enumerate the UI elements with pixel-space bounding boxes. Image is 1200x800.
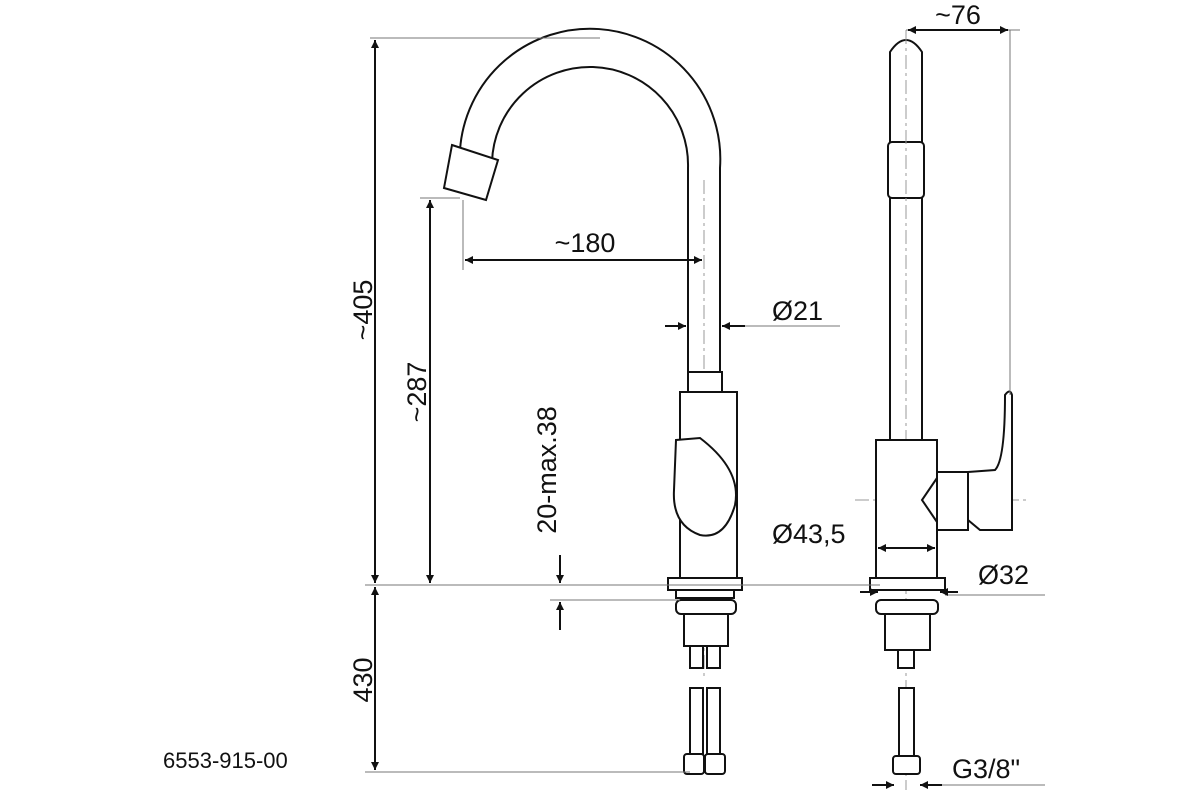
total-height-label: ~405	[348, 280, 378, 341]
base-plate	[667, 577, 743, 591]
front-view	[442, 27, 743, 775]
tube-diameter-label: Ø21	[772, 296, 823, 326]
shank	[683, 613, 729, 647]
spout-height-label: ~287	[402, 362, 432, 423]
side-lever	[967, 390, 1013, 531]
collar	[687, 371, 723, 395]
side-view	[855, 30, 1030, 790]
supply-hoses	[683, 687, 726, 775]
dimension-lines	[365, 26, 1045, 789]
aerator	[442, 143, 500, 202]
body-diameter-label: Ø43,5	[772, 519, 846, 549]
nut	[675, 599, 737, 615]
mount-hole-label: Ø32	[978, 560, 1029, 590]
side-depth-label: ~76	[935, 0, 981, 30]
spout-reach-label: ~180	[555, 228, 616, 258]
part-number: 6553-915-00	[163, 748, 288, 773]
hose-length-label: 430	[348, 657, 378, 702]
handle	[672, 436, 737, 537]
thread-label: G3/8"	[952, 754, 1020, 784]
side-base-plate	[869, 577, 946, 591]
side-hose	[898, 687, 915, 757]
countertop-thickness-label: 20-max.38	[532, 406, 562, 534]
spout-tube	[458, 27, 722, 376]
